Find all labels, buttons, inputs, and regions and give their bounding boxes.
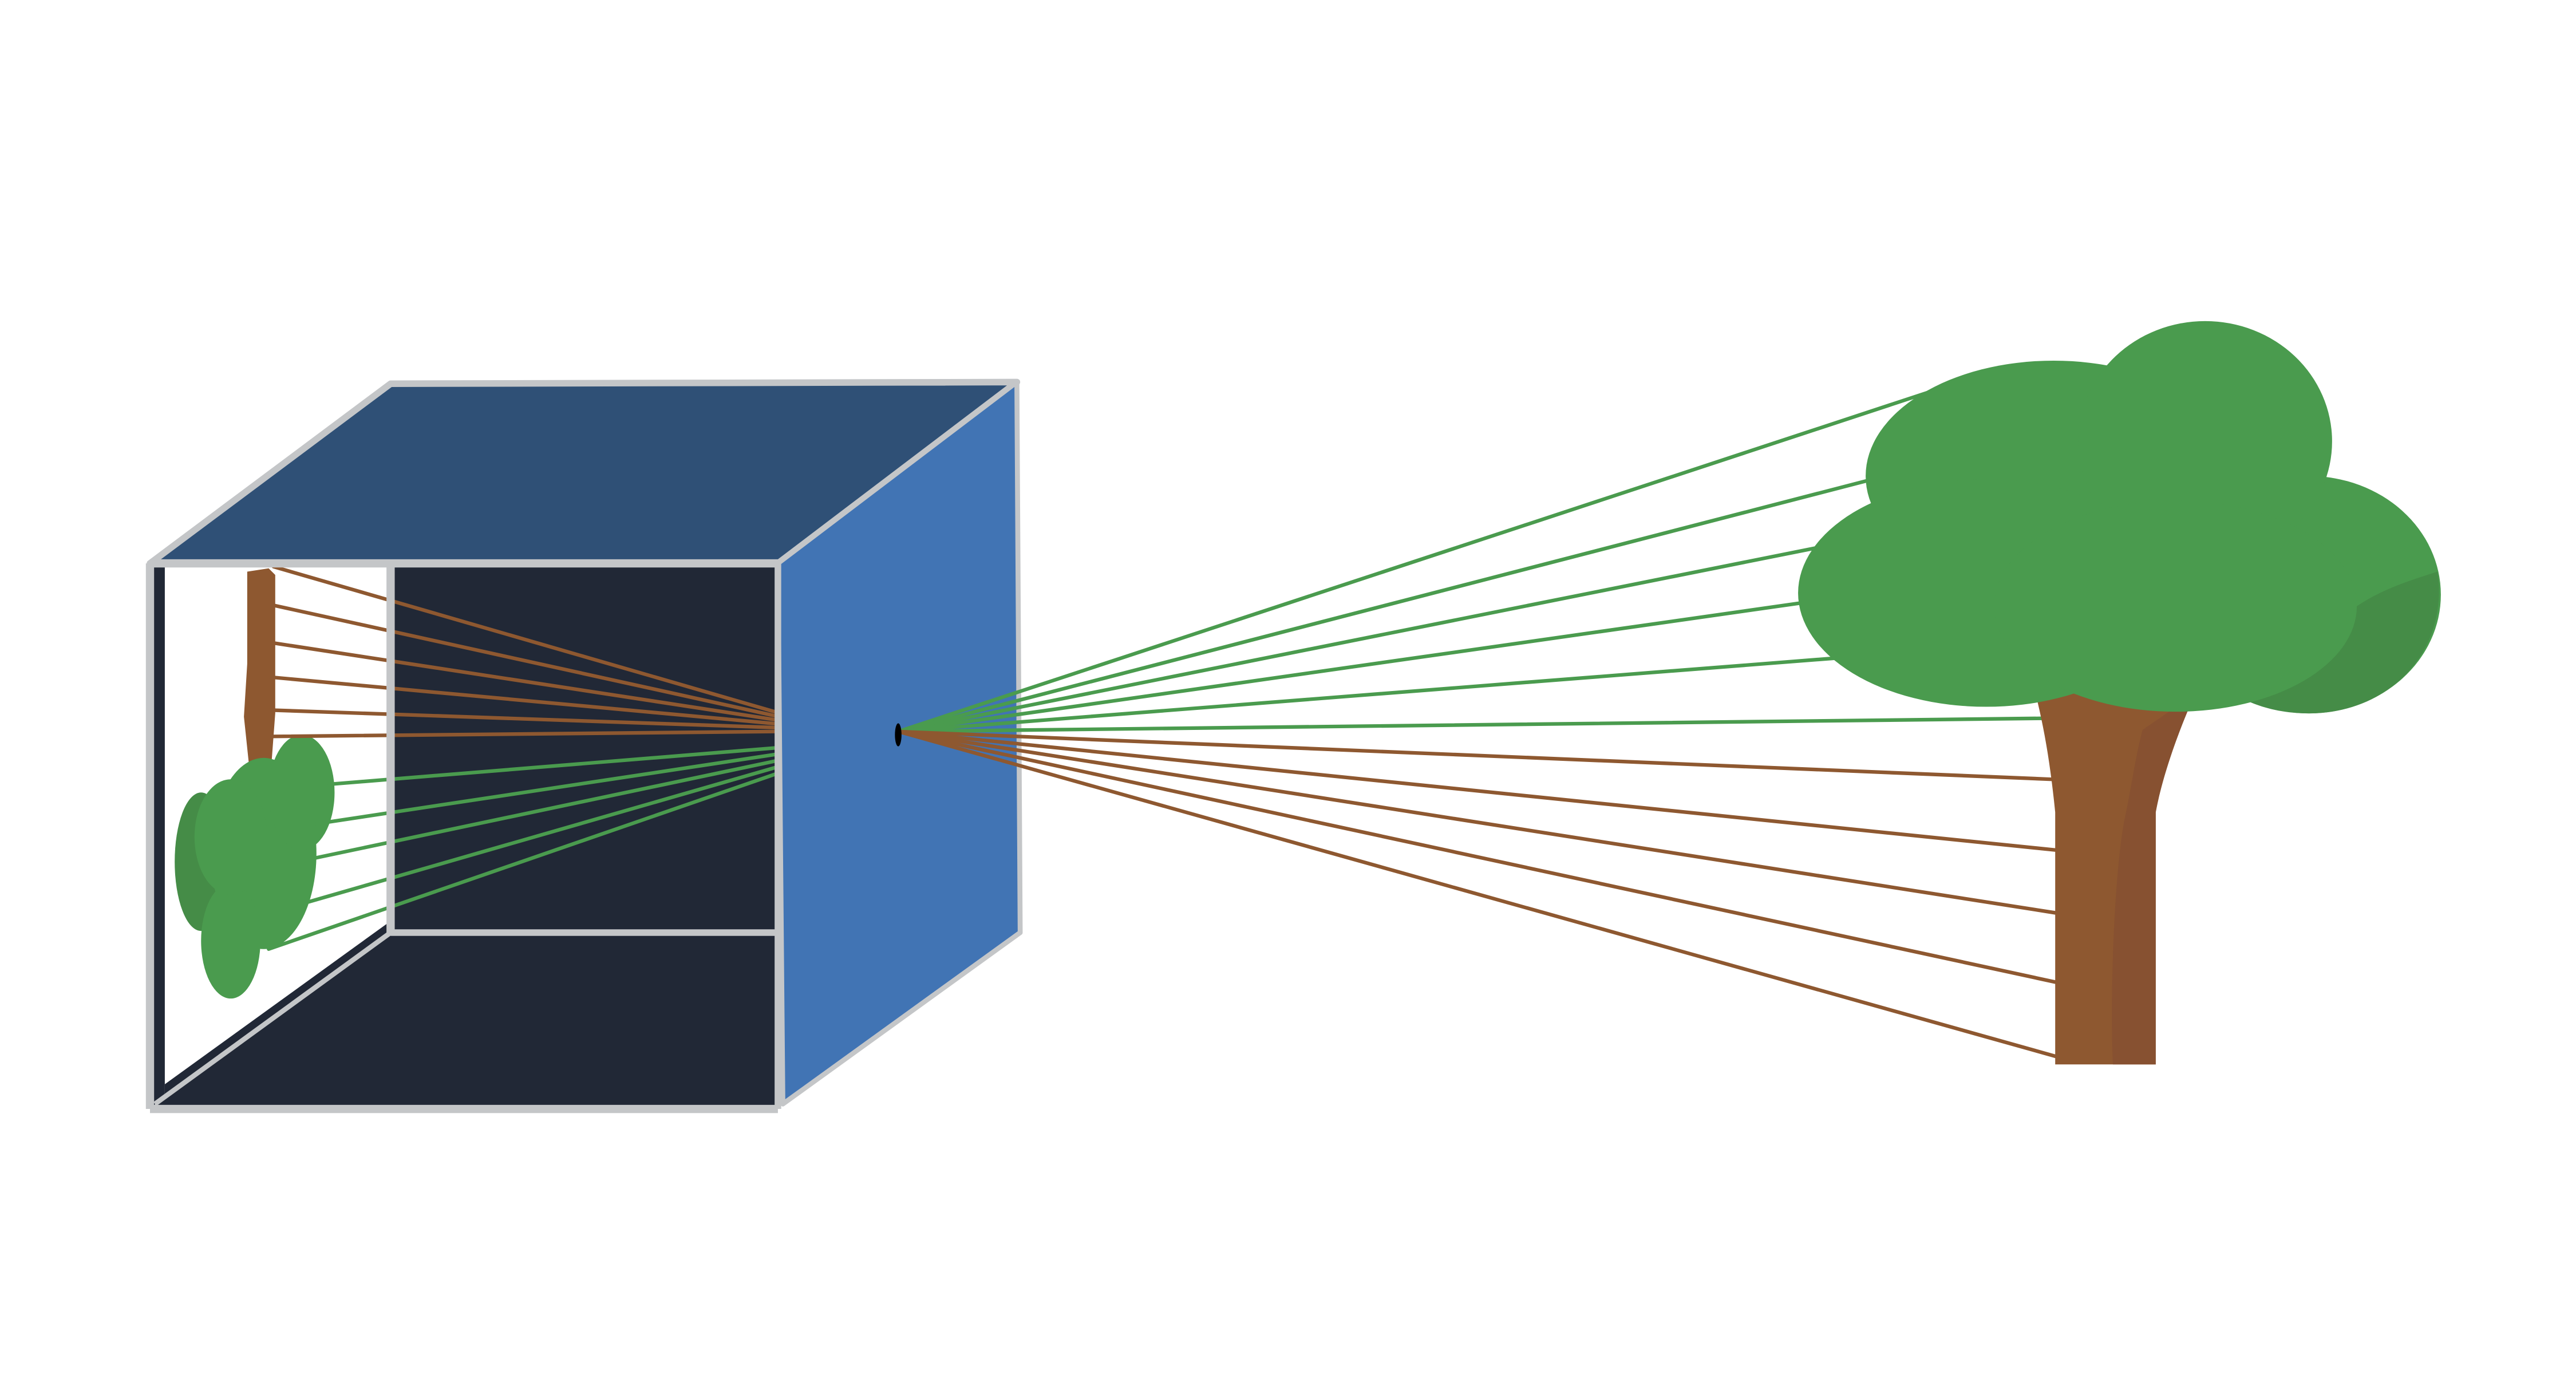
projected-tree-trunk bbox=[244, 568, 275, 780]
tree-trunk-shade bbox=[2112, 693, 2195, 1065]
box-back-wall bbox=[390, 563, 778, 933]
inside-trunk-ray bbox=[268, 729, 777, 739]
foliage-blob bbox=[2078, 321, 2332, 562]
outside-rays bbox=[896, 377, 2059, 1059]
box-inner-edge-lines bbox=[153, 563, 778, 1106]
foliage-ray bbox=[896, 476, 1881, 733]
inside-trunk-ray bbox=[268, 708, 777, 729]
trunk-ray bbox=[896, 729, 2057, 1059]
box-edge bbox=[153, 930, 392, 1106]
trunk-ray bbox=[896, 729, 2057, 984]
pinhole bbox=[895, 723, 902, 747]
tree-foliage bbox=[1798, 321, 2441, 714]
box-left-wall-edge bbox=[164, 921, 391, 1096]
foliage-ray bbox=[896, 716, 2046, 733]
foliage-ray bbox=[896, 377, 1971, 733]
box-frame bbox=[145, 559, 781, 1114]
inside-trunk-ray bbox=[268, 675, 777, 726]
inside-foliage-ray bbox=[327, 746, 777, 787]
projected-foliage-blob bbox=[201, 883, 260, 999]
projected-tree-image bbox=[175, 568, 335, 999]
projected-foliage-blob bbox=[194, 779, 267, 895]
tree bbox=[1798, 321, 2441, 1065]
trunk-ray bbox=[896, 729, 2054, 781]
trunk-ray bbox=[896, 729, 2059, 852]
projected-tree-foliage bbox=[175, 735, 335, 999]
inside-trunk-ray bbox=[268, 602, 777, 718]
foliage-ray bbox=[896, 543, 1831, 733]
projected-foliage-blob bbox=[268, 735, 335, 851]
inside-foliage-ray bbox=[267, 772, 777, 951]
box-floor bbox=[149, 932, 778, 1110]
inside-trunk-ray bbox=[271, 564, 777, 714]
inside-foliage-ray bbox=[303, 765, 777, 905]
trunk-ray bbox=[896, 729, 2057, 915]
foliage-ray bbox=[896, 656, 1848, 733]
inside-trunk-ray bbox=[268, 641, 777, 722]
foliage-ray bbox=[896, 599, 1815, 733]
foliage-blob bbox=[1994, 500, 2357, 712]
